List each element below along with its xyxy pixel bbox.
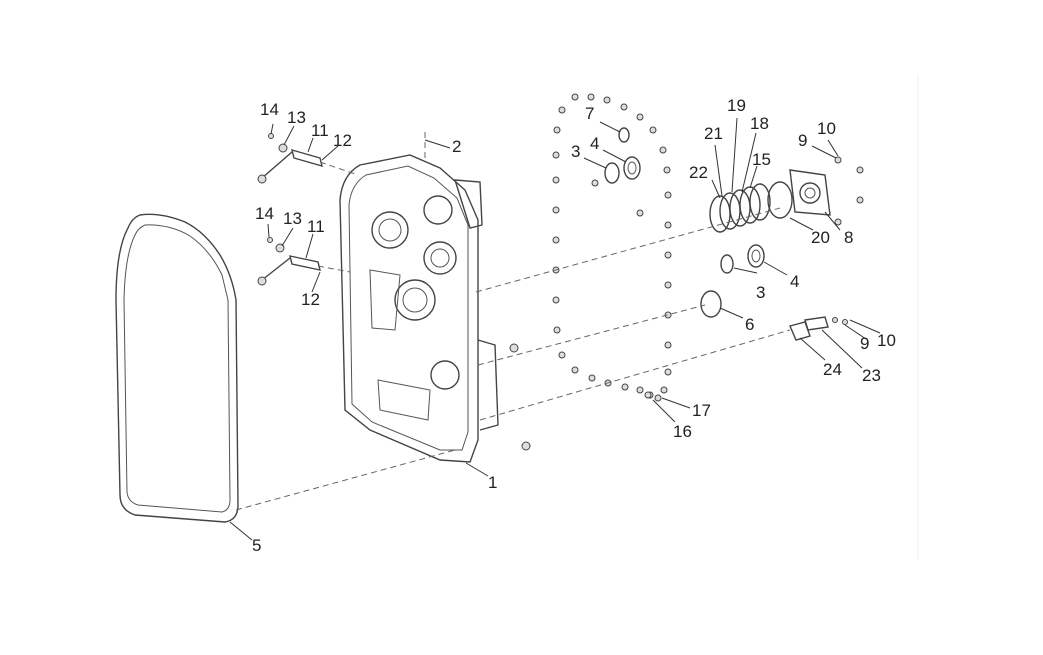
callout-9-lower: 9 xyxy=(860,334,869,353)
plugs-16-17 xyxy=(644,391,662,402)
callout-23: 23 xyxy=(862,366,881,385)
callout-11-upper: 11 xyxy=(311,121,329,140)
callout-18: 18 xyxy=(750,114,769,133)
plate-23-24 xyxy=(789,316,848,341)
cover-part-8 xyxy=(789,169,831,216)
plug-low xyxy=(521,441,531,451)
callout-14-upper: 14 xyxy=(260,100,279,119)
callout-8: 8 xyxy=(844,228,853,247)
callout-14-lower: 14 xyxy=(255,204,274,223)
callout-11-lower: 11 xyxy=(307,217,325,236)
callout-22: 22 xyxy=(689,163,708,182)
callout-2: 2 xyxy=(452,137,461,156)
callout-10-lower: 10 xyxy=(877,331,896,350)
o-ring-20 xyxy=(767,181,793,219)
callout-19: 19 xyxy=(727,96,746,115)
callout-17: 17 xyxy=(692,401,711,420)
callout-4-upper: 4 xyxy=(590,134,599,153)
callout-6: 6 xyxy=(745,315,754,334)
callout-labels: 2 1 5 14 13 11 12 14 13 11 12 7 3 4 19 2… xyxy=(252,96,896,555)
callout-13-lower: 13 xyxy=(283,209,302,228)
callout-15: 15 xyxy=(752,150,771,169)
callout-4-lower: 4 xyxy=(790,272,799,291)
sensor-lower xyxy=(257,237,321,286)
callout-3-upper: 3 xyxy=(571,142,580,161)
callout-12-lower: 12 xyxy=(301,290,320,309)
seals-upper-left xyxy=(604,127,641,184)
gasket-part-5 xyxy=(115,213,239,523)
callout-10-upper: 10 xyxy=(817,119,836,138)
assembly-lines xyxy=(235,132,791,511)
callout-24: 24 xyxy=(823,360,842,379)
sensor-upper xyxy=(257,133,323,184)
callout-16: 16 xyxy=(673,422,692,441)
callout-13-upper: 13 xyxy=(287,108,306,127)
leader-lines xyxy=(229,117,881,541)
callout-20: 20 xyxy=(811,228,830,247)
callout-1: 1 xyxy=(488,473,497,492)
callout-9-upper: 9 xyxy=(798,131,807,150)
callout-21: 21 xyxy=(704,124,723,143)
callout-3-lower: 3 xyxy=(756,283,765,302)
seals-lower-right xyxy=(700,244,765,318)
callout-5: 5 xyxy=(252,536,261,555)
spring-assembly xyxy=(709,183,771,233)
small-bolts-right xyxy=(834,156,864,226)
housing-part-1 xyxy=(339,154,499,463)
callout-12-upper: 12 xyxy=(333,131,352,150)
callout-7: 7 xyxy=(585,104,594,123)
plug-mid xyxy=(509,343,519,353)
bolt-arch xyxy=(552,93,672,399)
